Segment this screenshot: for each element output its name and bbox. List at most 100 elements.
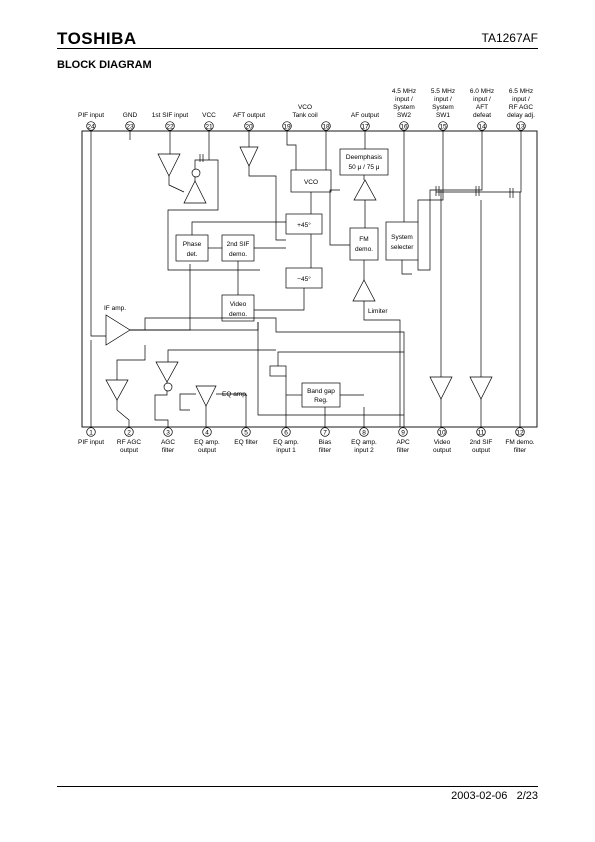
- phase-det-label-0: Phase: [183, 241, 202, 248]
- sif-demo-label-1: demo.: [229, 251, 247, 258]
- video-demo-block: Video demo.: [221, 294, 255, 322]
- pin-6-number: 6: [284, 429, 288, 436]
- bottom-pins: 1 PIF input 2 RF AGC output 3 AGC filter…: [78, 427, 535, 454]
- wiring: [90, 131, 522, 427]
- pin-7-label-1: filter: [319, 447, 332, 454]
- eq-amp-triangle: [195, 385, 217, 407]
- toshiba-logo: TOSHIBA: [57, 29, 137, 48]
- pin-8-label-1: input 2: [354, 447, 374, 454]
- sif-demo-label-0: 2nd SIF: [227, 241, 250, 248]
- pin-16-label-1: input /: [395, 96, 413, 103]
- pin-13-label-3: delay adj.: [507, 112, 535, 119]
- pin-19: VCO Tank coil 19: [282, 104, 318, 131]
- pin-23-label-0: GND: [123, 112, 138, 119]
- pin-16-label-2: System: [393, 104, 415, 111]
- pin-10-label-1: output: [433, 447, 451, 454]
- agc-amp: [155, 361, 179, 383]
- pin-13-label-1: input /: [512, 96, 530, 103]
- pin-13: 6.5 MHz input / RF AGC delay adj. 13: [507, 88, 535, 131]
- system-selecter-block: System selecter: [385, 221, 419, 261]
- pin-15-label-3: SW1: [436, 112, 450, 119]
- pin-14-label-1: input /: [473, 96, 491, 103]
- pin-21-label-0: VCC: [202, 112, 216, 119]
- minus45-block: −45°: [285, 267, 323, 289]
- pin-9-label-0: APC: [396, 439, 410, 446]
- pin-14-number: 14: [478, 123, 486, 130]
- pin-20-number: 20: [245, 123, 253, 130]
- footer-page: 2/23: [516, 790, 538, 802]
- pin-13-label-2: RF AGC: [509, 104, 534, 111]
- pin-15-label-0: 5.5 MHz: [431, 88, 455, 95]
- pin-23-number: 23: [126, 123, 134, 130]
- pin-11-label-0: 2nd SIF: [470, 439, 493, 446]
- pin-1-number: 1: [89, 429, 93, 436]
- pin-19-label-0: VCO: [298, 104, 312, 111]
- pin-15-label-1: input /: [434, 96, 452, 103]
- pin-22-number: 22: [166, 123, 174, 130]
- if-amp-label: IF amp.: [104, 305, 126, 312]
- pin-2-number: 2: [127, 429, 131, 436]
- pin-15-number: 15: [439, 123, 447, 130]
- pin-8-number: 8: [362, 429, 366, 436]
- pin-19-number: 19: [283, 123, 291, 130]
- plus45-block: +45°: [285, 213, 323, 235]
- pin-3-number: 3: [166, 429, 170, 436]
- pin-5-number: 5: [244, 429, 248, 436]
- part-number: TA1267AF: [481, 31, 538, 45]
- pin-10: 10 Video output: [433, 427, 451, 454]
- video-demo-label-1: demo.: [229, 311, 247, 318]
- pin-12-label-0: FM demo.: [505, 439, 534, 446]
- pin-18-number: 18: [322, 123, 330, 130]
- pin-16-label-0: 4.5 MHz: [392, 88, 416, 95]
- pin-4-label-0: EQ amp.: [194, 439, 220, 446]
- pin-10-number: 10: [438, 429, 446, 436]
- limiter-amp: [352, 279, 376, 302]
- pin-22-label-0: 1st SIF input: [152, 112, 189, 119]
- rf-agc-amp: [105, 379, 129, 401]
- pin-11-number: 11: [478, 429, 485, 436]
- amplifier-symbols: [105, 146, 493, 407]
- pin-15-label-2: System: [432, 104, 454, 111]
- fm-demo-label-1: demo.: [355, 246, 373, 253]
- pin-14: 6.0 MHz input / AFT defeat 14: [470, 88, 494, 131]
- pin-16: 4.5 MHz input / System SW2 16: [392, 88, 416, 131]
- vco-block: VCO: [290, 169, 332, 193]
- pin-4-label-1: output: [198, 447, 216, 454]
- pin-22: 1st SIF input 22: [152, 112, 189, 131]
- pin-15: 5.5 MHz input / System SW1 15: [431, 88, 455, 131]
- pin-5: 5 EQ filter: [234, 427, 259, 446]
- header-rule: [57, 48, 538, 49]
- pin-3-label-0: AGC: [161, 439, 175, 446]
- system-selecter-label-0: System: [391, 234, 413, 241]
- sif-out-amp: [469, 376, 493, 400]
- pin-14-label-0: 6.0 MHz: [470, 88, 494, 95]
- pin-9-label-1: filter: [397, 447, 410, 454]
- pin-16-number: 16: [400, 123, 408, 130]
- pin-18: 18: [321, 121, 331, 131]
- pin-8: 8 EQ amp. input 2: [351, 427, 377, 454]
- system-selecter-label-1: selecter: [391, 244, 415, 251]
- pin-6-label-0: EQ amp.: [273, 439, 299, 446]
- pin-17: AF output 17: [351, 112, 379, 131]
- pin-7: 7 Bias filter: [319, 427, 332, 454]
- pin-4-number: 4: [205, 429, 209, 436]
- band-gap-block: Band gap Reg.: [301, 382, 341, 408]
- phase-det-block: Phase det.: [175, 234, 209, 262]
- pin-17-label-0: AF output: [351, 112, 379, 119]
- aft-amp: [239, 146, 259, 167]
- pin-1-label-0: PIF input: [78, 439, 104, 446]
- if-amp-triangle: [105, 314, 131, 346]
- footer-rule: [57, 786, 538, 787]
- sif-input-amp: [157, 153, 181, 177]
- pin-13-label-0: 6.5 MHz: [509, 88, 533, 95]
- component-marks: [163, 154, 514, 392]
- footer: 2003-02-06 2/23: [451, 790, 538, 802]
- limiter-label: Limiter: [368, 308, 388, 315]
- pin-12: 12 FM demo. filter: [505, 427, 535, 454]
- pin-2-label-0: RF AGC: [117, 439, 142, 446]
- sif-limiter-amp: [183, 180, 207, 204]
- pin-13-number: 13: [517, 123, 525, 130]
- fm-demo-block: FM demo.: [349, 227, 379, 261]
- pin-3-label-1: filter: [162, 447, 175, 454]
- footer-date: 2003-02-06: [451, 790, 508, 802]
